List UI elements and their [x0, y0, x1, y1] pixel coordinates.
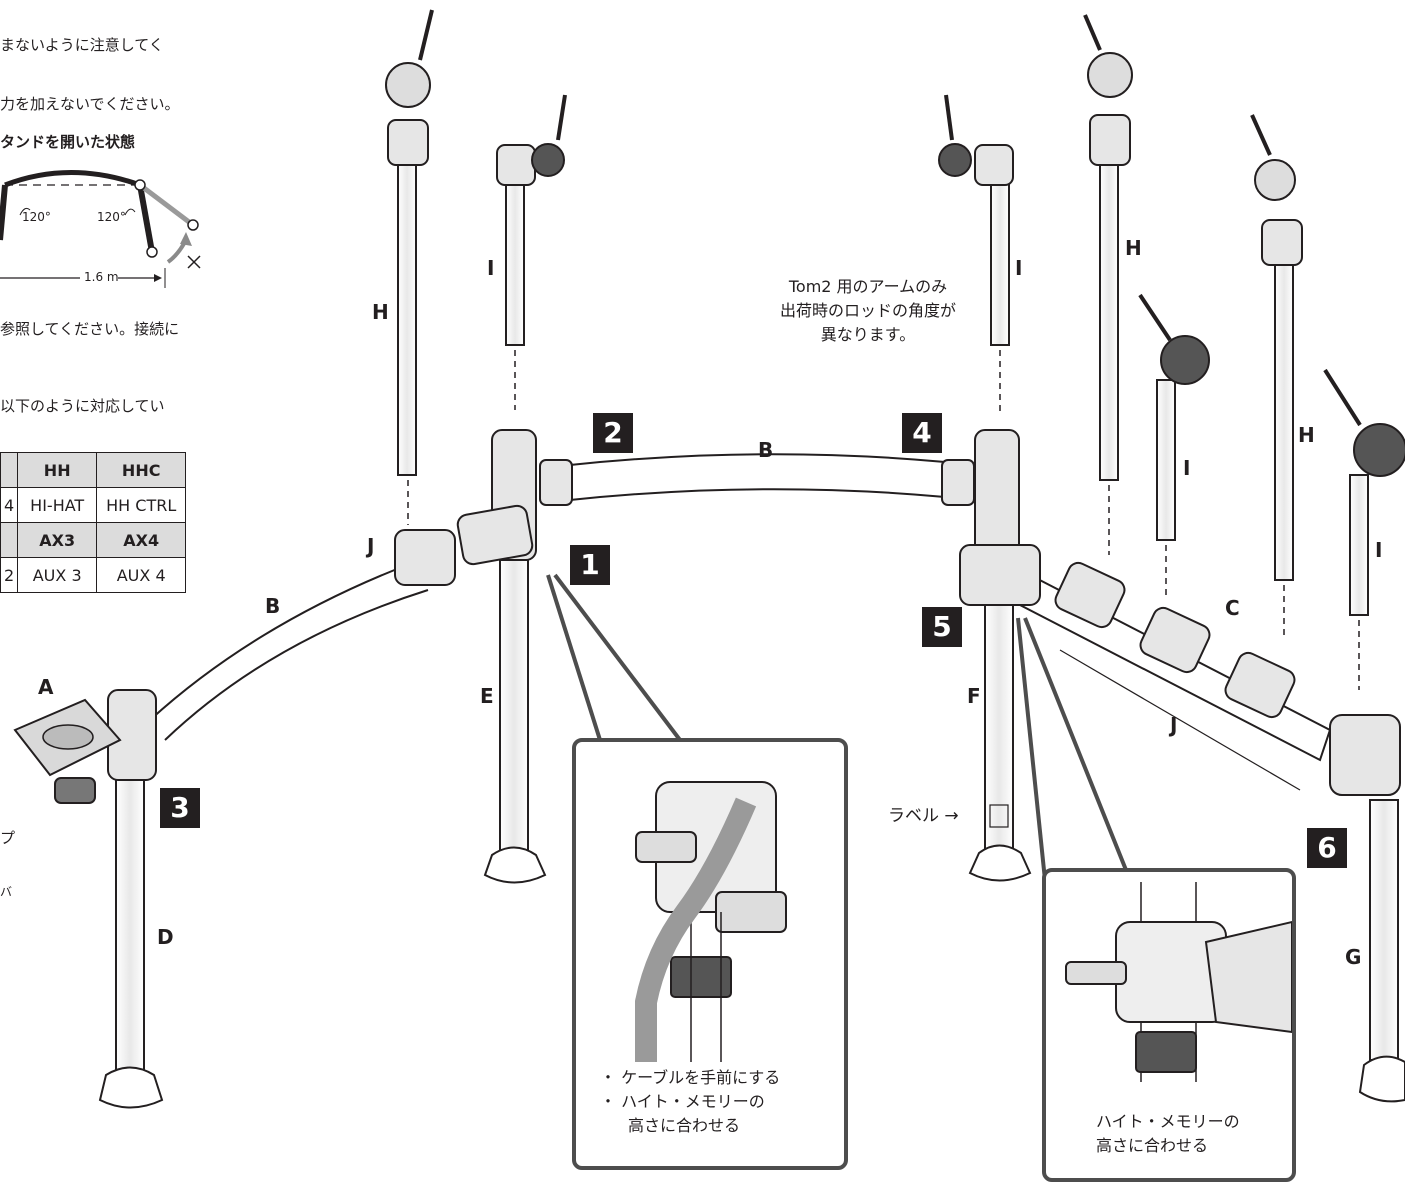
part-label-d: D [157, 925, 174, 949]
step-number-6: 6 [1307, 828, 1347, 868]
leg-f [968, 599, 1032, 882]
note-line-3: 参照してください。接続に [0, 320, 180, 338]
arm-h-2 [1083, 14, 1133, 481]
part-label-j: J [1170, 713, 1178, 737]
arm-i-4 [1323, 368, 1405, 616]
arm-h-1 [385, 9, 434, 476]
part-label-i: I [487, 256, 495, 280]
angle-label-1: 120° [22, 210, 51, 224]
module-mount-plate [13, 698, 122, 804]
table-cell: AUX 4 [96, 557, 187, 593]
part-label-i: I [1183, 456, 1191, 480]
step-number-5: 5 [922, 607, 962, 647]
table-cell [0, 452, 19, 488]
stand-open-title: タンドを開いた状態 [0, 133, 136, 151]
step-number-2: 2 [593, 413, 633, 453]
table-cell [0, 522, 19, 558]
table-cell: 4 [0, 487, 19, 523]
caution-line-2: 力を加えないでください。 [0, 95, 180, 113]
part-label-c: C [1225, 596, 1240, 620]
part-label-h: H [1125, 236, 1142, 260]
width-label: 1.6 m [84, 270, 119, 284]
step-number-3: 3 [160, 788, 200, 828]
label-callout: ラベル → [888, 806, 959, 826]
table-cell: HHC [96, 452, 187, 488]
inset1-bullet-2-cont: 高さに合わせる [628, 1116, 741, 1135]
pad-assignment-table: HH HHC 4 HI-HAT HH CTRL AX3 AX4 2 AUX 3 … [0, 452, 187, 593]
table-cell: AX4 [96, 522, 187, 558]
bracket-j [1059, 649, 1301, 791]
part-label-h: H [1298, 423, 1315, 447]
leg-e [483, 559, 547, 884]
pipe-b-right [569, 453, 946, 501]
table-row: AX3 AX4 [0, 522, 187, 558]
leg-d [98, 769, 164, 1109]
table-cell: AUX 3 [17, 557, 98, 593]
arm-i-2 [938, 94, 1014, 346]
step-number-4: 4 [902, 413, 942, 453]
part-label-h: H [372, 300, 389, 324]
table-row: 2 AUX 3 AUX 4 [0, 557, 187, 593]
part-label-j: J [367, 534, 375, 558]
inset-detail-cable: ・ ケーブルを手前にする ・ ハイト・メモリーの 高さに合わせる [572, 738, 848, 1170]
tom2-note-line-1: Tom2 用のアームのみ [788, 277, 948, 296]
part-label-b: B [265, 594, 281, 618]
table-cell: HH [17, 452, 98, 488]
inset2-line-1: ハイト・メモリーの [1096, 1112, 1240, 1131]
tom2-note-line-2: 出荷時のロッドの角度が [779, 301, 956, 320]
cut-text-pu: プ [0, 829, 16, 847]
pipe-b-left [149, 559, 429, 741]
arm-i-1 [496, 94, 567, 346]
inset1-bullet-2: ・ ハイト・メモリーの [600, 1092, 765, 1111]
inset-pointers [546, 573, 1132, 881]
part-label-i: I [1015, 256, 1023, 280]
cut-text-ba: バ [0, 885, 13, 899]
stand-open-mini-diagram [0, 170, 201, 288]
clamps [107, 429, 1401, 796]
part-label-e: E [480, 684, 494, 708]
part-label-g: G [1345, 945, 1362, 969]
inset-detail-illustration-1 [635, 781, 787, 1062]
inset-detail-illustration-2 [1065, 882, 1292, 1082]
table-cell: 2 [0, 557, 19, 593]
table-cell: HH CTRL [96, 487, 187, 523]
table-row: HH HHC [0, 452, 187, 488]
caution-line-1: まないように注意してく [0, 36, 164, 54]
part-label-f: F [967, 684, 981, 708]
part-label-b: B [758, 438, 774, 462]
leg-g [1358, 799, 1405, 1103]
inset1-bullet-1: ・ ケーブルを手前にする [600, 1068, 781, 1087]
inset2-line-2: 高さに合わせる [1096, 1136, 1209, 1155]
table-cell: AX3 [17, 522, 98, 558]
inset-detail-height-memory: ハイト・メモリーの 高さに合わせる [1042, 868, 1296, 1182]
part-label-a: A [38, 675, 54, 699]
step-number-1: 1 [570, 545, 610, 585]
part-label-i: I [1375, 538, 1383, 562]
arm-i-3 [1138, 293, 1210, 541]
arm-h-3 [1250, 114, 1303, 581]
table-row: 4 HI-HAT HH CTRL [0, 487, 187, 523]
tom2-arm-note: Tom2 用のアームのみ 出荷時のロッドの角度が 異なります。 [752, 275, 984, 347]
table-cell: HI-HAT [17, 487, 98, 523]
note-line-4: 以下のように対応してい [0, 397, 165, 415]
angle-label-2: 120° [97, 210, 126, 224]
insertion-guides [407, 350, 1360, 690]
tom2-note-line-3: 異なります。 [820, 325, 916, 344]
